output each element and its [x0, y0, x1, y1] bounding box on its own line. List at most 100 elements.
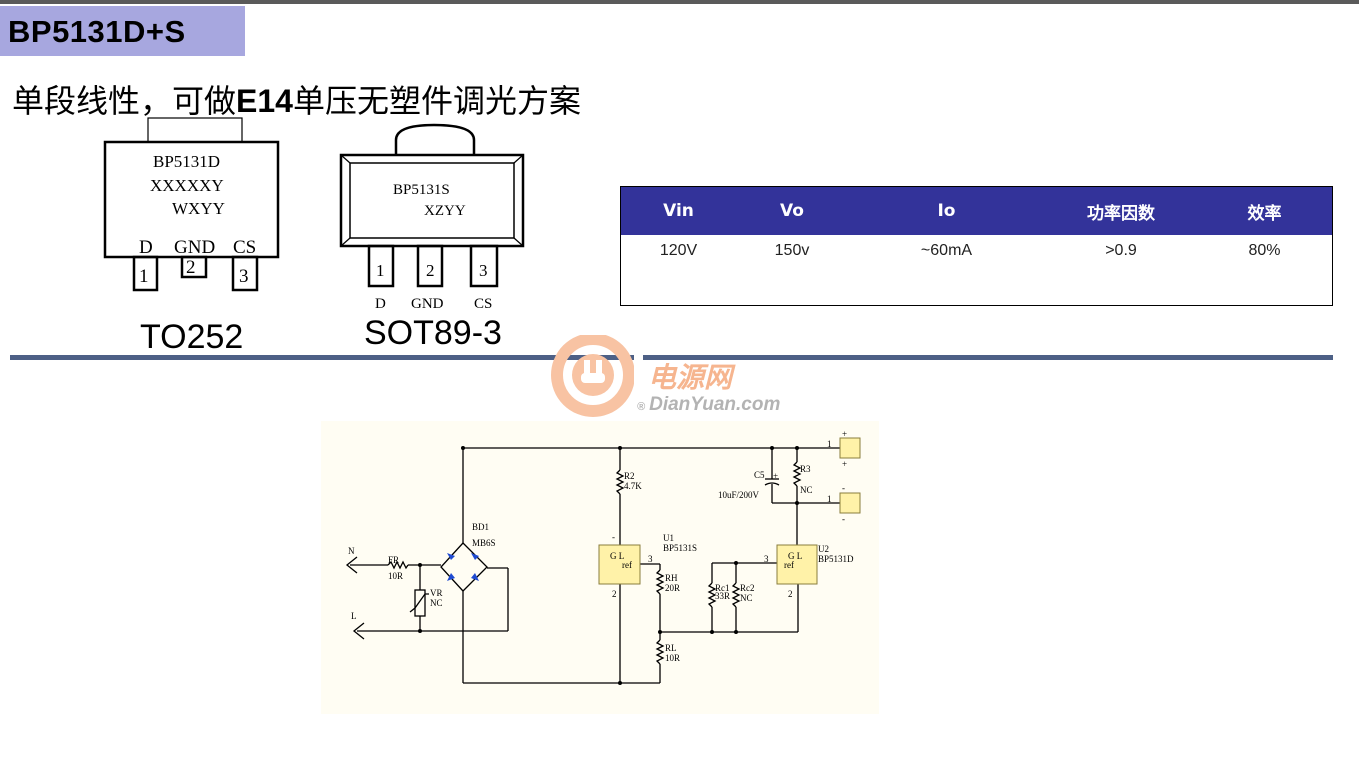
sot89-pin-number-2: 2: [426, 261, 435, 280]
label-u1: U1: [663, 533, 674, 543]
cell-vo: 150v: [774, 242, 810, 259]
sot89-pin-number-1: 1: [376, 261, 385, 280]
to252-pin-2: [180, 255, 208, 279]
to252-marking-1: BP5131D: [153, 152, 220, 171]
u2-chip: [776, 544, 818, 585]
package-drawings: BP5131D XXXXXY WXYY D GND CS 1 2 3 BP513…: [103, 117, 525, 312]
label-bd1-value: MB6S: [472, 538, 496, 548]
label-u1-pin2: 2: [612, 589, 617, 599]
output-plus-connector: [839, 437, 861, 459]
label-vr-value: NC: [430, 598, 443, 608]
label-r3-value: NC: [800, 485, 813, 495]
label-r2: R2: [624, 471, 635, 481]
cell-io: ~60mA: [920, 242, 973, 259]
section-divider: [10, 355, 1333, 360]
header-efficiency: 效率: [1197, 186, 1333, 235]
label-plus-top: +: [842, 429, 847, 439]
spec-table-header-row: Vin Vo Io 功率因数 效率: [620, 186, 1333, 235]
to252-pin-3: [231, 255, 259, 292]
title-banner: [0, 6, 245, 56]
watermark-cn: 电源网: [648, 361, 733, 394]
label-u2-pin2: 2: [788, 589, 793, 599]
label-u1-ref: ref: [622, 560, 632, 570]
label-rc1: Rc1: [715, 583, 730, 593]
diode-4: [471, 573, 479, 581]
header-vo: Vo: [736, 186, 848, 235]
label-connector-1: 1: [827, 439, 832, 449]
label-l: L: [351, 611, 357, 621]
spec-table: Vin Vo Io 功率因数 效率 120V 150v ~60mA >0.9 8…: [620, 186, 1333, 306]
cell-vin: 120V: [659, 242, 698, 259]
label-u2-value: BP5131D: [818, 554, 854, 564]
label-u2-pin3: 3: [764, 554, 769, 564]
sot89-body-inner: [349, 162, 515, 239]
to252-package-name: TO252: [140, 318, 244, 356]
label-c5-value: 10uF/200V: [718, 490, 760, 500]
to252-pin-label-d: D: [139, 237, 153, 258]
to252-pin-number-2: 2: [186, 257, 196, 278]
sot89-pin-1: [367, 244, 395, 288]
sot89-pin-3: [469, 244, 499, 288]
page-title: BP5131D+S: [8, 14, 186, 49]
page-subtitle: 单段线性，可做E14单压无塑件调光方案: [12, 76, 581, 122]
sot89-pin-label-cs: CS: [474, 296, 492, 312]
label-rl: RL: [665, 643, 677, 653]
cell-power-factor: >0.9: [1105, 242, 1137, 259]
label-vr: VR: [430, 588, 443, 598]
label-u1-pin3: 3: [648, 554, 653, 564]
label-minus-top: -: [842, 483, 845, 493]
label-rc1-value: 33R: [715, 591, 730, 601]
label-n: N: [348, 546, 355, 556]
to252-marking-3: WXYY: [172, 199, 225, 218]
to252-marking-2: XXXXXY: [150, 176, 224, 195]
sot89-pin-2: [416, 244, 444, 288]
label-minus-bottom: -: [842, 514, 845, 524]
diode-3: [447, 573, 455, 581]
label-rh-value: 20R: [665, 583, 680, 593]
watermark-domain: DianYuan.com: [649, 394, 781, 415]
subtitle-part-1: 单段线性，可做: [12, 82, 237, 120]
cell-efficiency: 80%: [1248, 242, 1281, 259]
diode-1: [447, 553, 455, 560]
label-fr: FR: [388, 555, 399, 565]
label-rc2: Rc2: [740, 583, 755, 593]
label-u1-pin1: -: [612, 532, 615, 542]
label-plus-bottom: +: [842, 459, 847, 469]
sot89-pin-number-3: 3: [479, 261, 488, 280]
label-r2-value: 4.7K: [624, 481, 642, 491]
sot89-drawing: [339, 123, 525, 288]
header-io: Io: [848, 186, 1045, 235]
subtitle-part-2: 单压无塑件调光方案: [292, 82, 581, 120]
label-rh: RH: [665, 573, 678, 583]
label-connector-2: 1: [827, 494, 832, 504]
to252-pin-number-1: 1: [139, 266, 149, 287]
to252-drawing: [103, 117, 280, 292]
diode-2: [471, 553, 479, 560]
u1-chip: [598, 544, 641, 585]
output-minus-connector: [839, 492, 861, 514]
sot89-pin-label-gnd: GND: [411, 296, 444, 312]
label-u1-value: BP5131S: [663, 543, 697, 553]
header-vin: Vin: [620, 186, 736, 235]
label-c5: C5: [754, 470, 765, 480]
label-u2: U2: [818, 544, 829, 554]
label-u2-gl: G L: [788, 551, 802, 561]
label-u1-gl: G L: [610, 551, 624, 561]
to252-pin-number-3: 3: [239, 266, 249, 287]
label-r3: R3: [800, 464, 811, 474]
label-bd1: BD1: [472, 522, 489, 532]
label-fr-value: 10R: [388, 571, 403, 581]
sot89-pin-label-d: D: [375, 296, 386, 312]
watermark-en: ®DianYuan.com: [637, 394, 780, 416]
subtitle-bold: E14: [236, 83, 293, 119]
spec-table-row: 120V 150v ~60mA >0.9 80%: [621, 235, 1333, 306]
to252-pin-1: [132, 255, 159, 292]
sot89-marking-2: XZYY: [424, 203, 466, 219]
label-u2-ref: ref: [784, 560, 794, 570]
to252-pin-label-cs: CS: [233, 237, 256, 258]
watermark-logo-icon: [551, 335, 643, 417]
label-rc2-value: NC: [740, 593, 753, 603]
header-power-factor: 功率因数: [1045, 186, 1197, 235]
sot89-marking-1: BP5131S: [393, 182, 450, 198]
